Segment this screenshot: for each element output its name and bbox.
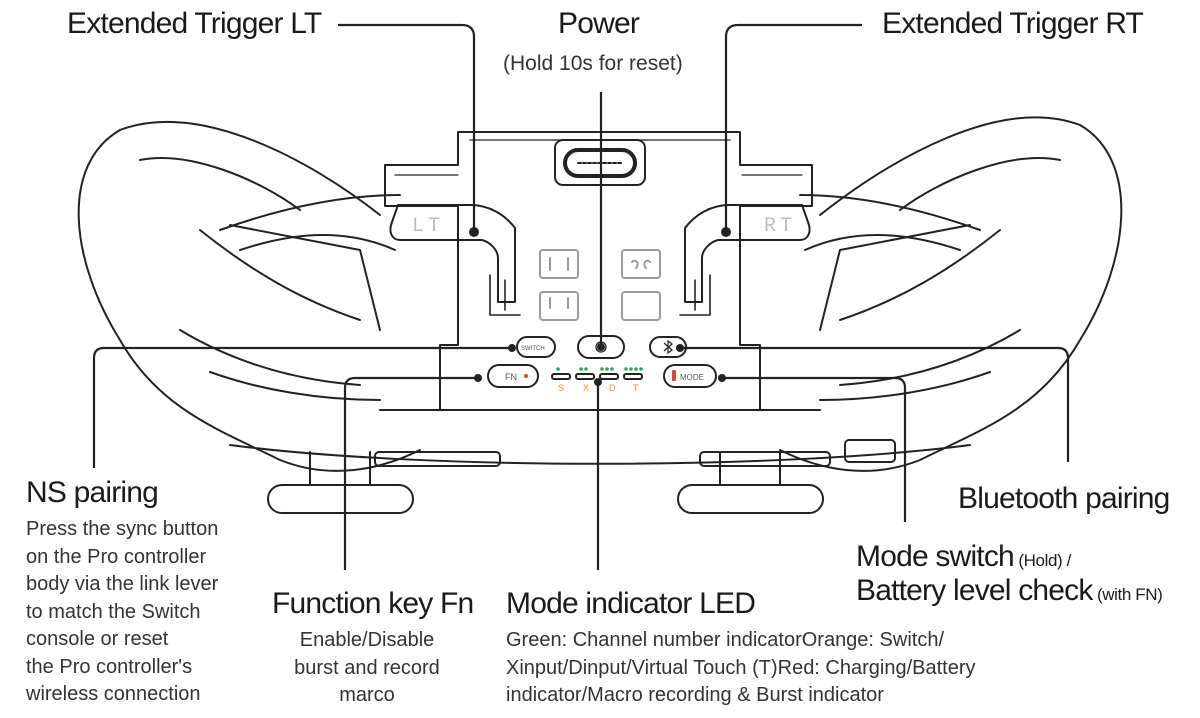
lt-marking: LT xyxy=(412,215,444,238)
led-letter-x: X xyxy=(583,383,589,393)
right-grip xyxy=(779,116,1123,472)
ns-pairing-desc: Press the sync button on the Pro control… xyxy=(26,516,218,709)
mode-leds xyxy=(551,373,643,380)
ns-desc-line: Press the sync button xyxy=(26,518,219,540)
led-desc-line: Green: Channel number indicatorOrange: S… xyxy=(506,629,945,651)
bluetooth-title: Bluetooth pairing xyxy=(958,482,1170,515)
fn-desc: Enable/Disable burst and record marco xyxy=(282,627,452,710)
rt-label: Extended Trigger RT xyxy=(882,7,1144,40)
power-note: (Hold 10s for reset) xyxy=(503,52,683,75)
lt-label: Extended Trigger LT xyxy=(67,7,322,40)
power-label: Power xyxy=(558,7,640,40)
ns-pairing-title: NS pairing xyxy=(26,476,159,509)
fn-desc-line: Enable/Disable xyxy=(299,629,435,651)
callout-ns xyxy=(92,346,512,468)
battery-title: Battery level check xyxy=(856,574,1093,607)
battery-line: Battery level check (with FN) xyxy=(856,574,1163,609)
fn-desc-line: burst and record xyxy=(294,656,440,679)
switch-button-label: SWITCH xyxy=(521,346,545,352)
mode-button-label: MODE xyxy=(680,373,704,382)
ns-desc-line: body via the link lever xyxy=(26,573,219,595)
mode-switch-line: Mode switch (Hold) / xyxy=(856,540,1071,575)
callout-fn xyxy=(343,376,478,570)
trigger-pictograms xyxy=(539,249,661,321)
led-letter-s: S xyxy=(558,383,564,393)
back-buttons xyxy=(267,439,896,514)
led-letter-d: D xyxy=(609,383,616,393)
led-desc: Green: Channel number indicatorOrange: S… xyxy=(506,627,976,710)
bluetooth-icon xyxy=(663,339,673,355)
rt-paddle xyxy=(679,204,811,316)
fn-red-dot xyxy=(524,374,528,378)
rt-marking: RT xyxy=(764,215,796,238)
ns-desc-line: wireless connection xyxy=(26,683,201,705)
switch-button[interactable] xyxy=(516,336,556,358)
led-letter-t: T xyxy=(633,383,639,393)
ns-desc-line: to match the Switch xyxy=(26,600,201,623)
led-dots xyxy=(556,367,643,371)
ns-desc-line: the Pro controller's xyxy=(26,655,193,678)
left-grip xyxy=(77,121,421,472)
led-desc-line: Xinput/Dinput/Virtual Touch (T)Red: Char… xyxy=(506,656,976,679)
callout-rt xyxy=(724,23,862,232)
callout-lines xyxy=(92,23,1070,570)
mode-red-mark xyxy=(672,370,676,381)
mode-switch-hold: (Hold) / xyxy=(1018,551,1071,570)
led-desc-line: indicator/Macro recording & Burst indica… xyxy=(506,684,884,706)
callout-bt xyxy=(680,346,1070,462)
adapter-module xyxy=(384,131,813,411)
callout-lt xyxy=(338,23,476,232)
callout-mode xyxy=(722,376,907,522)
ns-desc-line: on the Pro controller xyxy=(26,545,207,568)
callout-endpoints xyxy=(469,227,731,386)
ns-desc-line: console or reset xyxy=(26,628,169,650)
lt-paddle xyxy=(389,204,521,316)
led-title: Mode indicator LED xyxy=(506,587,756,620)
fn-button-label: FN xyxy=(505,372,517,382)
fn-title: Function key Fn xyxy=(272,587,474,620)
mode-button[interactable] xyxy=(663,364,717,388)
battery-note: (with FN) xyxy=(1097,585,1163,604)
fn-desc-line: marco xyxy=(339,684,395,706)
fn-button[interactable] xyxy=(487,364,539,388)
mode-switch-title: Mode switch xyxy=(856,540,1015,573)
